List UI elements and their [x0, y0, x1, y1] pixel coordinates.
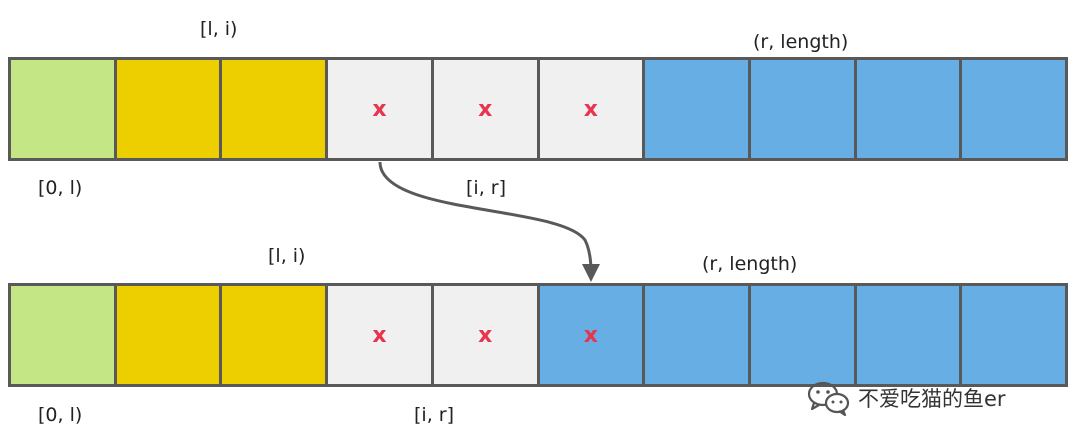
bottom-label-i-r: [i, r]: [414, 404, 454, 426]
top-label-l-i: [l, i): [200, 18, 238, 40]
top-cell-1: [8, 57, 117, 161]
top-label-i-r: [i, r]: [466, 177, 506, 199]
bottom-cell-10: [959, 283, 1069, 387]
watermark: 不爱吃猫的鱼er: [806, 378, 1006, 418]
top-label-r-length: (r, length): [753, 31, 849, 53]
bottom-cell-2: [113, 283, 223, 387]
top-cell-10: [959, 57, 1069, 161]
top-cell-5: x: [430, 57, 540, 161]
bottom-cell-6: x: [536, 283, 646, 387]
bottom-cell-1: [8, 283, 117, 387]
bottom-cell-5: x: [430, 283, 540, 387]
swap-arrow-head: [582, 264, 600, 282]
wechat-icon: [807, 381, 850, 417]
top-cell-4: x: [325, 57, 434, 161]
bottom-cell-3: [219, 283, 329, 387]
bottom-cell-8: [747, 283, 857, 387]
top-label-0-l: [0, l): [38, 177, 83, 199]
bottom-cell-7: [642, 283, 751, 387]
bottom-label-r-length: (r, length): [702, 253, 798, 275]
swap-arrow-path: [378, 161, 593, 273]
watermark-text: 不爱吃猫的鱼er: [858, 387, 1006, 411]
top-cell-6: x: [536, 57, 646, 161]
top-cell-9: [853, 57, 963, 161]
top-cell-3: [219, 57, 329, 161]
bottom-cell-4: x: [325, 283, 434, 387]
bottom-label-0-l: [0, l): [38, 404, 83, 426]
bottom-cell-9: [853, 283, 963, 387]
bottom-label-l-i: [l, i): [268, 245, 306, 267]
